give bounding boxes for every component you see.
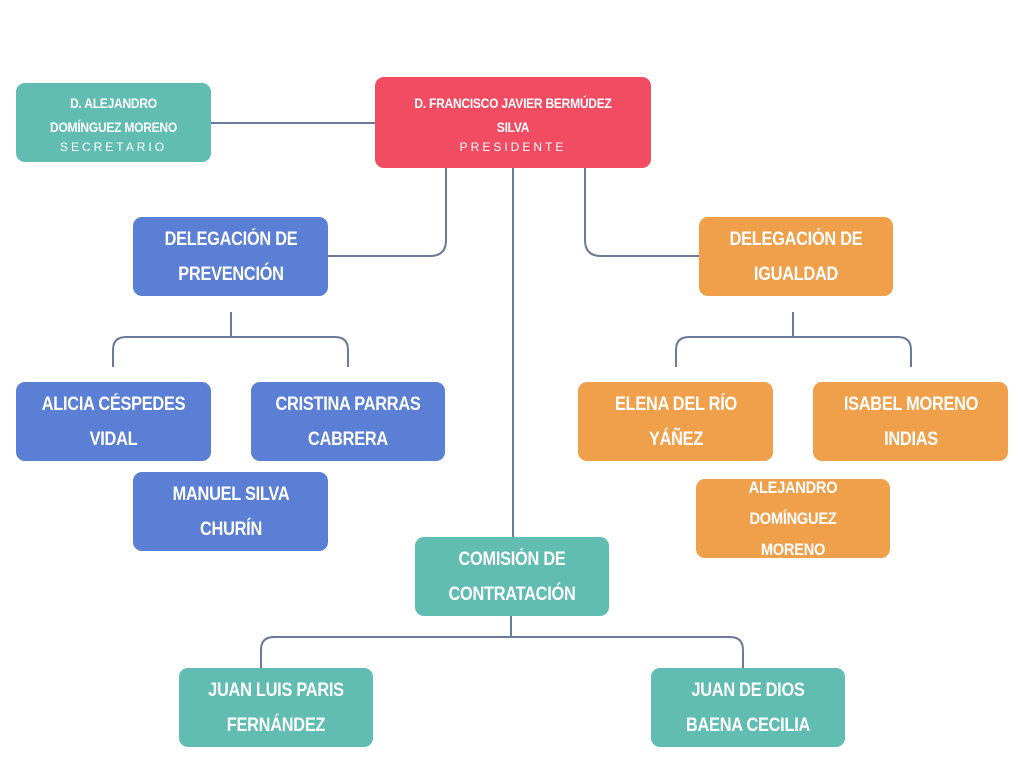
equality-title: DELEGACIÓN DE IGUALDAD <box>729 228 863 285</box>
secretary-role: SECRETARIO <box>59 139 168 154</box>
member-name: MANUEL SILVA CHURÍN <box>172 483 289 540</box>
contracting-committee-node: COMISIÓN DE CONTRATACIÓN <box>415 537 609 616</box>
secretary-name: D. ALEJANDRO DOMÍNGUEZ MORENO <box>50 94 177 135</box>
member-name: CRISTINA PARRAS CABRERA <box>275 393 421 450</box>
member-name: ALEJANDRO DOMÍNGUEZ MORENO <box>748 478 838 559</box>
member-name: JUAN DE DIOS BAENA CECILIA <box>685 679 811 736</box>
connector-equality-members <box>675 312 912 367</box>
connector-contracting-members <box>260 616 744 668</box>
contracting-member-node: JUAN DE DIOS BAENA CECILIA <box>651 668 845 747</box>
connector-prevention-members <box>112 312 349 367</box>
prevention-member-node: MANUEL SILVA CHURÍN <box>133 472 328 551</box>
secretary-node: D. ALEJANDRO DOMÍNGUEZ MORENO SECRETARIO <box>16 83 211 162</box>
connector-president-prevention <box>328 168 447 257</box>
equality-member-node: ISABEL MORENO INDIAS <box>813 382 1008 461</box>
prevention-delegation-node: DELEGACIÓN DE PREVENCIÓN <box>133 217 328 296</box>
prevention-title: DELEGACIÓN DE PREVENCIÓN <box>164 228 297 285</box>
president-role: PRESIDENTE <box>459 139 567 154</box>
prevention-member-node: CRISTINA PARRAS CABRERA <box>251 382 445 461</box>
equality-delegation-node: DELEGACIÓN DE IGUALDAD <box>699 217 893 296</box>
president-node: D. FRANCISCO JAVIER BERMÚDEZ SILVA PRESI… <box>375 77 651 168</box>
member-name: ELENA DEL RÍO YÁÑEZ <box>614 393 737 450</box>
equality-member-node: ALEJANDRO DOMÍNGUEZ MORENO <box>696 478 890 559</box>
equality-member-node: ELENA DEL RÍO YÁÑEZ <box>578 382 773 461</box>
contracting-member-node: JUAN LUIS PARIS FERNÁNDEZ <box>179 668 373 747</box>
president-name: D. FRANCISCO JAVIER BERMÚDEZ SILVA <box>414 94 612 135</box>
member-name: ISABEL MORENO INDIAS <box>843 393 978 450</box>
prevention-member-node: ALICIA CÉSPEDES VIDAL <box>16 382 211 461</box>
member-name: JUAN LUIS PARIS FERNÁNDEZ <box>208 679 344 736</box>
member-name: ALICIA CÉSPEDES VIDAL <box>41 393 186 450</box>
connector-president-equality <box>584 168 699 257</box>
contracting-title: COMISIÓN DE CONTRATACIÓN <box>448 548 576 605</box>
